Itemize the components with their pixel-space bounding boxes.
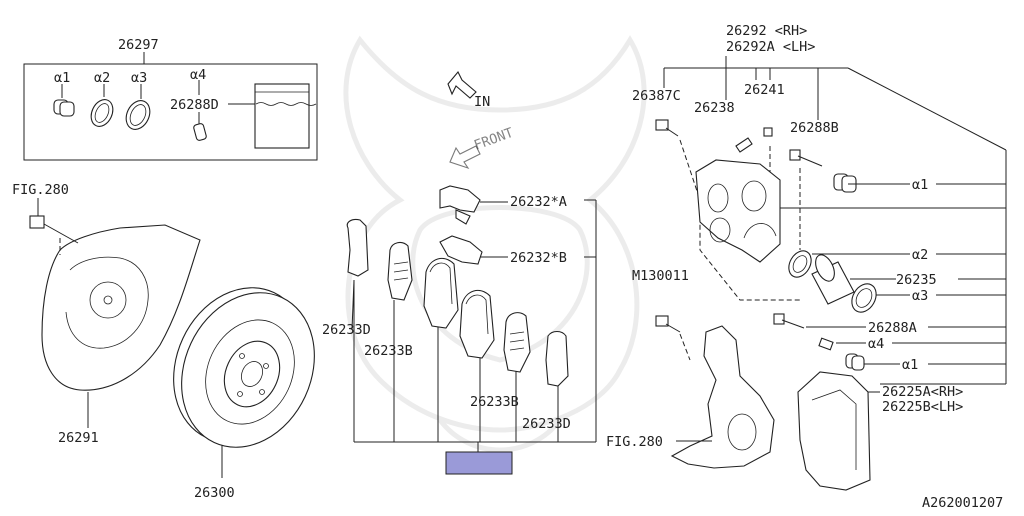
label-a2-kit[interactable]: α2 xyxy=(94,70,110,86)
grease-can-icon xyxy=(254,83,317,149)
label-26232B[interactable]: 26232*B xyxy=(510,250,567,266)
bolt-fig280-icon xyxy=(29,198,79,255)
diagram-id: A262001207 xyxy=(922,495,1003,511)
in-arrow-icon xyxy=(447,71,477,99)
label-a1-right1[interactable]: α1 xyxy=(912,177,928,193)
seal-a3-right-icon xyxy=(851,283,877,313)
label-26291[interactable]: 26291 xyxy=(58,430,99,446)
label-a2-right[interactable]: α2 xyxy=(912,247,928,263)
label-26297[interactable]: 26297 xyxy=(118,37,159,53)
bolt-M130011-icon xyxy=(655,315,681,333)
cap-26241-icon xyxy=(763,127,773,137)
leader-lines xyxy=(228,103,910,365)
caliper-frame xyxy=(663,56,1007,385)
seal-a3-icon xyxy=(125,84,151,130)
label-a3-right[interactable]: α3 xyxy=(912,288,928,304)
watermark-emblem xyxy=(343,35,647,453)
label-M130011[interactable]: M130011 xyxy=(632,268,689,284)
label-a3-kit[interactable]: α3 xyxy=(131,70,147,86)
backing-plate[interactable] xyxy=(41,224,201,428)
seal-a2-right-icon xyxy=(788,250,812,278)
label-26292A[interactable]: 26292A <LH> xyxy=(726,39,815,55)
bolt-26387C-icon xyxy=(655,119,679,137)
label-26288A[interactable]: 26288A xyxy=(868,320,917,336)
label-in: IN xyxy=(474,94,490,110)
shim-outer-right-icon xyxy=(545,330,569,387)
label-a4-right[interactable]: α4 xyxy=(868,336,884,352)
bush-a4-right-icon xyxy=(818,337,834,351)
shim-outer-left-icon xyxy=(346,218,369,277)
label-26387C[interactable]: 26387C xyxy=(632,88,681,104)
clip-26232A-icon xyxy=(439,185,481,225)
bleeder-26238-icon xyxy=(735,137,753,153)
label-26225B[interactable]: 26225B<LH> xyxy=(882,399,963,415)
label-26233D-left[interactable]: 26233D xyxy=(322,322,371,338)
label-26241[interactable]: 26241 xyxy=(744,82,785,98)
label-26235[interactable]: 26235 xyxy=(896,272,937,288)
label-26232A[interactable]: 26232*A xyxy=(510,194,567,210)
label-a4-kit[interactable]: α4 xyxy=(190,67,206,83)
label-26288B[interactable]: 26288B xyxy=(790,120,839,136)
pad-kit-highlight[interactable] xyxy=(445,451,513,475)
bush-a4-icon xyxy=(193,80,207,141)
label-26225A[interactable]: 26225A<RH> xyxy=(882,384,963,400)
label-26233D-right[interactable]: 26233D xyxy=(522,416,571,432)
shim-inner-right-icon xyxy=(503,312,531,373)
pad-outer-icon[interactable] xyxy=(423,257,459,329)
label-26233B-right[interactable]: 26233B xyxy=(470,394,519,410)
callouts: 26297 α1 α2 α3 α4 26288D FIG.280 26291 2… xyxy=(12,23,1003,511)
shim-inner-left-icon xyxy=(387,241,413,301)
bracket-frame xyxy=(353,199,597,452)
pin-26288B-icon xyxy=(789,149,823,167)
label-26292[interactable]: 26292 <RH> xyxy=(726,23,807,39)
pin-26288A-icon xyxy=(773,313,805,329)
pad-inner-icon[interactable] xyxy=(459,289,495,359)
label-a1-right2[interactable]: α1 xyxy=(902,357,918,373)
boot-a1-right-icon xyxy=(833,173,857,193)
seal-a2-icon xyxy=(90,84,114,127)
brake-rotor[interactable] xyxy=(149,266,339,478)
clip-26232B-icon xyxy=(439,235,483,265)
label-26238[interactable]: 26238 xyxy=(694,100,735,116)
label-a1-kit[interactable]: α1 xyxy=(54,70,70,86)
steering-knuckle[interactable] xyxy=(670,325,775,469)
label-fig280-bottom[interactable]: FIG.280 xyxy=(606,434,663,450)
label-front: FRONT xyxy=(472,125,516,154)
piston-26235-icon xyxy=(811,254,855,305)
label-26233B-left[interactable]: 26233B xyxy=(364,343,413,359)
label-fig280-top[interactable]: FIG.280 xyxy=(12,182,69,198)
caliper-body[interactable] xyxy=(695,159,781,263)
label-26300[interactable]: 26300 xyxy=(194,485,235,501)
kit-box xyxy=(23,52,318,161)
boot-a1-icon xyxy=(53,84,75,117)
caliper-bracket[interactable] xyxy=(797,371,880,491)
front-arrow-icon xyxy=(449,145,481,170)
label-26288D[interactable]: 26288D xyxy=(170,97,219,113)
boot-a1-right2-icon xyxy=(845,353,865,371)
